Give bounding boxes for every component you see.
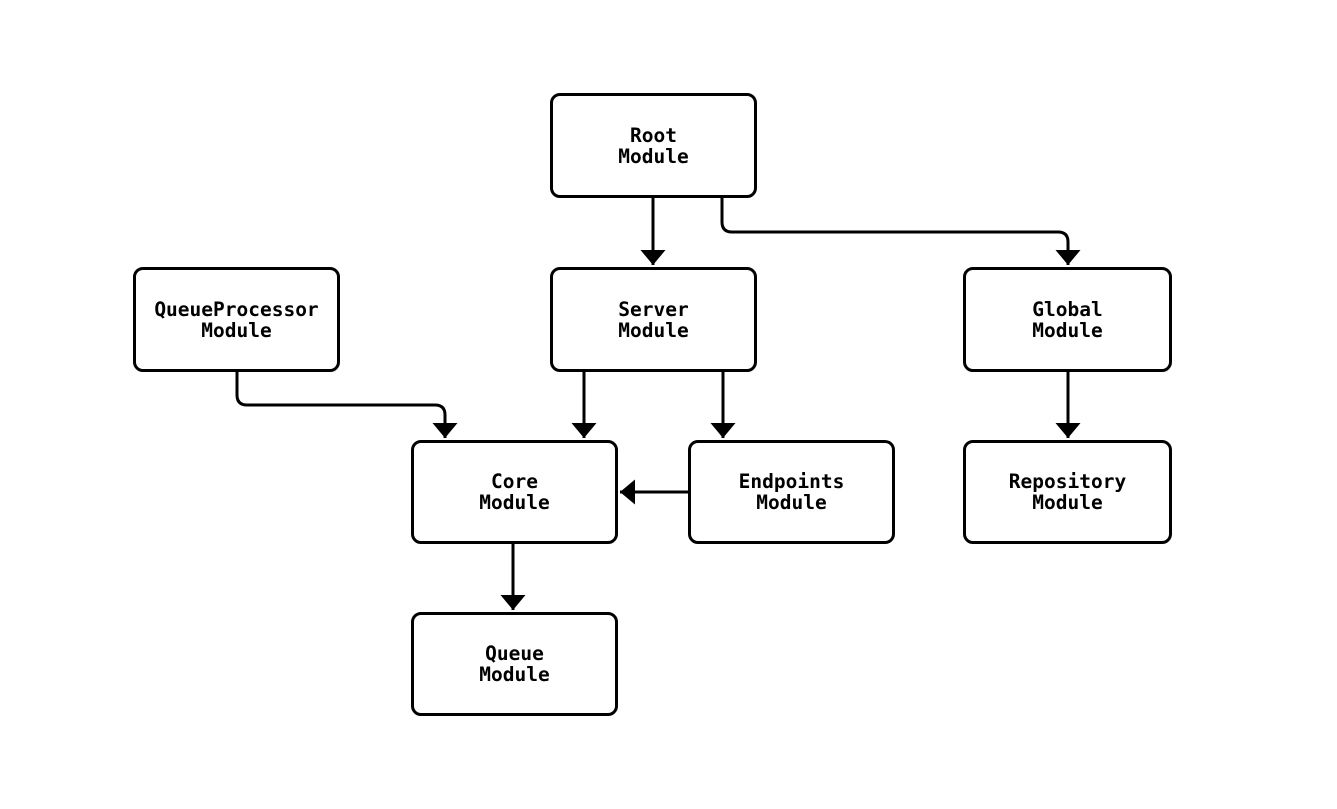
node-root-module: Root Module <box>550 93 757 198</box>
node-label: Core Module <box>479 470 550 514</box>
node-endpoints-module: Endpoints Module <box>688 440 895 544</box>
node-label: Global Module <box>1032 297 1103 342</box>
node-server-module: Server Module <box>550 267 757 372</box>
node-label: Root Module <box>618 123 689 168</box>
node-core-module: Core Module <box>411 440 618 544</box>
node-repository-module: Repository Module <box>963 440 1172 544</box>
node-label: Queue Module <box>479 642 550 686</box>
edge-queueprocessor-to-core <box>235 372 458 438</box>
node-label: Server Module <box>618 297 689 342</box>
node-label: Endpoints Module <box>738 470 845 514</box>
node-label: Repository Module <box>1008 470 1127 514</box>
node-label: QueueProcessor Module <box>154 297 319 342</box>
node-queueprocessor-module: QueueProcessor Module <box>133 267 340 372</box>
edge-group <box>235 198 1081 610</box>
node-queue-module: Queue Module <box>411 612 618 716</box>
edge-root-to-global <box>720 198 1081 265</box>
node-global-module: Global Module <box>963 267 1172 372</box>
